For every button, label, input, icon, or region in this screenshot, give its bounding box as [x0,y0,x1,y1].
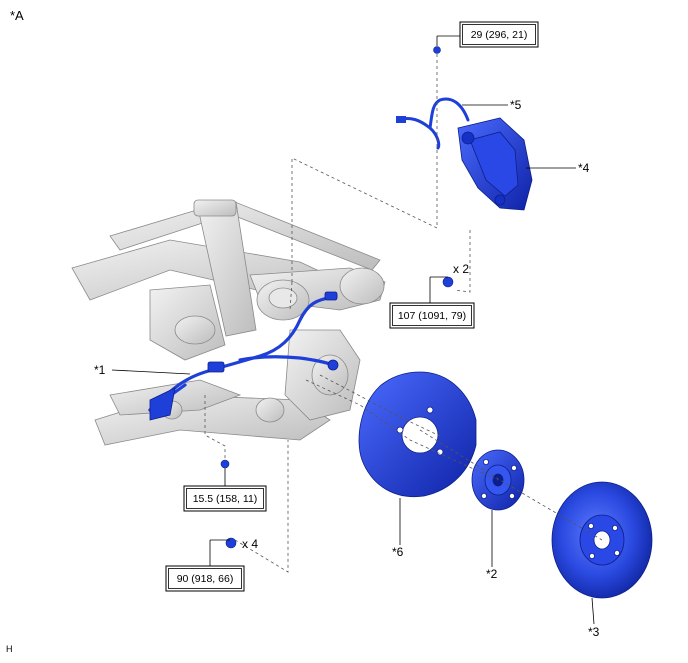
hose-fitting [396,116,406,123]
bolts [220,46,454,549]
part-label-1: *1 [94,363,106,377]
part-label-5: *5 [510,98,522,112]
torque-box-107: 107 (1091, 79) [389,302,475,329]
sensor-clips [149,291,339,421]
bolt-icon [433,46,441,54]
bolt-icon [442,276,454,288]
bolt-icon [220,459,230,469]
quantity-label: x 4 [242,537,258,551]
leader-lines [111,35,595,625]
part-label-2: *2 [486,567,498,581]
torque-value: 15.5 (158, 11) [193,493,258,505]
brake-caliper [457,117,533,211]
torque-box-15-5: 15.5 (158, 11) [183,485,267,512]
figure-title: *A [10,8,24,23]
torque-value: 107 (1091, 79) [398,310,466,322]
bolt-icon [225,537,237,549]
part-label-4: *4 [578,161,590,175]
suspension-assembly [71,199,386,446]
part-label-6: *6 [392,545,404,559]
footer-code: H [6,644,13,654]
part-label-3: *3 [588,625,600,639]
dust-cover [358,371,477,498]
assembly-guide-lines [204,54,603,573]
torque-value: 90 (918, 66) [177,573,234,585]
torque-box-29: 29 (296, 21) [459,21,539,48]
quantity-label: x 2 [453,262,469,276]
torque-value: 29 (296, 21) [471,29,528,41]
torque-box-90: 90 (918, 66) [165,565,245,592]
brake-hose [396,97,470,150]
